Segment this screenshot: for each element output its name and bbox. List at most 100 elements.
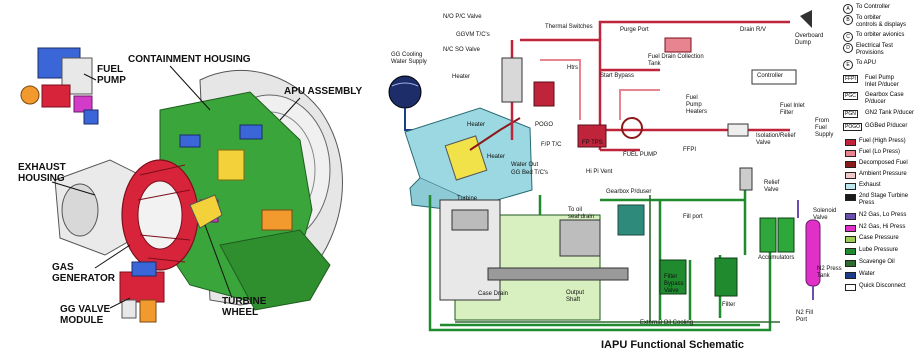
label-fill-port: Fill port: [683, 214, 703, 220]
scavenge-lines: [455, 195, 780, 323]
legend-swatch: [845, 139, 856, 146]
relief-valve-box: [739, 167, 753, 191]
label-n2-press-tank: N2 Press Tank: [817, 266, 842, 279]
label-heater-top: Heater: [452, 74, 471, 80]
key-letter: C: [843, 32, 853, 42]
legend-label: Fuel (Lo Press): [859, 149, 901, 155]
key-letter: A: [843, 4, 853, 14]
key-text: To APU: [856, 60, 877, 66]
legend-label: Lube Pressure: [859, 247, 899, 253]
label-gg-cooling: GG Cooling Water Supply: [391, 52, 427, 65]
accumulator-2: [777, 217, 795, 253]
fuel-pump-illustration: [20, 47, 99, 125]
legend-swatch: [845, 150, 856, 157]
label-output-shaft: Output Shaft: [566, 290, 585, 303]
key-text: To orbiter controls & displays: [856, 15, 907, 28]
label-overboard-dump: Overboard Dump: [795, 33, 824, 46]
legend-label: 2nd Stage Turbine Press: [859, 193, 909, 206]
internal-orange-block: [261, 209, 293, 231]
label-apu-assembly: APU ASSEMBLY: [284, 86, 363, 97]
exhaust-opening: [61, 183, 99, 237]
schematic-caption: IAPU Functional Schematic: [601, 339, 745, 351]
abbreviation-code: PGN: [843, 110, 858, 118]
key-letter: E: [843, 60, 853, 70]
internal-blue-block-2: [179, 134, 201, 148]
label-fp-tps: FP TPS: [582, 140, 603, 146]
abbreviation-text: Gearbox Case P/ducer: [865, 92, 904, 105]
label-filter-bypass: Filter Bypass Valve: [664, 274, 684, 294]
key-letter: B: [843, 15, 853, 25]
fuel-low-press-lines: [540, 59, 660, 120]
gearbox-block: [559, 219, 601, 257]
label-fuel-pump: FUEL PUMP: [97, 64, 126, 86]
output-shaft-bar: [487, 267, 629, 281]
label-fuel-drain-tank: Fuel Drain Collection Tank: [648, 54, 704, 67]
label-ffpi: FFPI: [683, 147, 696, 153]
key-text: To orbiter avionics: [856, 32, 905, 38]
label-to-oil-seal-drain: To oil seal drain: [568, 207, 595, 220]
abbreviation-text: GN2 Tank P/ducer: [865, 110, 914, 116]
legend-swatch: [845, 284, 856, 291]
label-drain-rv: Drain R/V: [740, 27, 767, 33]
label-containment-housing: CONTAINMENT HOUSING: [128, 54, 251, 65]
legend-label: Fuel (High Press): [859, 138, 906, 144]
key-text: Electrical Test Provisions: [856, 43, 893, 56]
internal-yellow-block: [217, 149, 245, 181]
label-no-pc-valve: N/O P/C Valve: [443, 14, 482, 20]
turbine-wheel-shape: [189, 194, 223, 229]
label-water-out: Water Out: [511, 162, 539, 168]
controller-box: [751, 69, 797, 85]
filter-bypass-valve-box: [659, 259, 687, 295]
abbreviation-code: PGC: [843, 92, 858, 100]
legend-label: Exhaust: [859, 182, 881, 188]
label-fuel-pump-text: FUEL PUMP: [623, 152, 658, 158]
legend-swatch: [845, 194, 856, 201]
label-turbine: Turbine: [457, 196, 478, 202]
label-fuel-inlet-filter: Fuel Inlet Filter: [780, 103, 805, 116]
legend-label: Water: [859, 271, 875, 277]
label-pogo: POGO: [535, 122, 554, 128]
iapu-schematic: [388, 10, 821, 332]
fuel-pump-heater-coil: [621, 117, 643, 139]
label-accumulators: Accumulators: [758, 255, 795, 261]
fuel-drain-tank: [664, 37, 692, 53]
label-gg-valve-module: GG VALVE MODULE: [60, 304, 111, 326]
legend-label: Ambient Pressure: [859, 171, 907, 177]
label-solenoid-valve: Solenoid Valve: [813, 208, 837, 221]
label-gas-generator: GAS GENERATOR: [52, 262, 115, 284]
label-ggvm-tc: GGVM T/C's: [456, 32, 490, 38]
n2-gas-line: [797, 200, 814, 300]
valve-stack: [501, 57, 523, 103]
label-relief-valve: Relief Valve: [764, 180, 780, 193]
overboard-dump-symbol: [800, 10, 812, 28]
legend-swatch: [845, 236, 856, 243]
fuel-pump-box: [577, 124, 607, 148]
label-gearbox-pduser: Gearbox P/duser: [606, 189, 652, 195]
accumulator-1: [759, 217, 777, 253]
legend-swatch: [845, 260, 856, 267]
label-from-fuel-supply: From Fuel Supply: [815, 118, 834, 138]
legend-swatch: [845, 183, 856, 190]
key-letter: D: [843, 43, 853, 53]
legend-label: Decomposed Fuel: [859, 160, 908, 166]
fuel-inlet-filter-box: [727, 123, 749, 137]
apu-assembly-illustration: [20, 47, 343, 323]
legend-label: N2 Gas, Lo Press: [859, 212, 907, 218]
label-gg-bed-tc: GG Bed T/C's: [511, 170, 549, 176]
label-thermal-switches: Thermal Switches: [545, 24, 593, 30]
label-hi-pi-vent: Hi Pi Vent: [586, 169, 613, 175]
apu-green-detail: [219, 229, 331, 311]
label-heater-low: Heater: [487, 154, 506, 160]
legend-swatch: [845, 172, 856, 179]
legend-label: Scavenge Oil: [859, 259, 895, 265]
label-external-oil-cooling: External Oil Cooling: [640, 320, 694, 326]
legend-label: N2 Gas, Hi Press: [859, 224, 906, 230]
label-fp-tc: F/P T/C: [541, 142, 562, 148]
label-controller: Controller: [757, 73, 784, 79]
label-exhaust-housing: EXHAUST HOUSING: [18, 162, 66, 184]
decomposed-fuel-path: [469, 117, 521, 151]
abbreviation-text: Fuel Pump Inlet P/ducer: [865, 75, 899, 88]
abbreviation-code: POGO: [843, 123, 863, 131]
